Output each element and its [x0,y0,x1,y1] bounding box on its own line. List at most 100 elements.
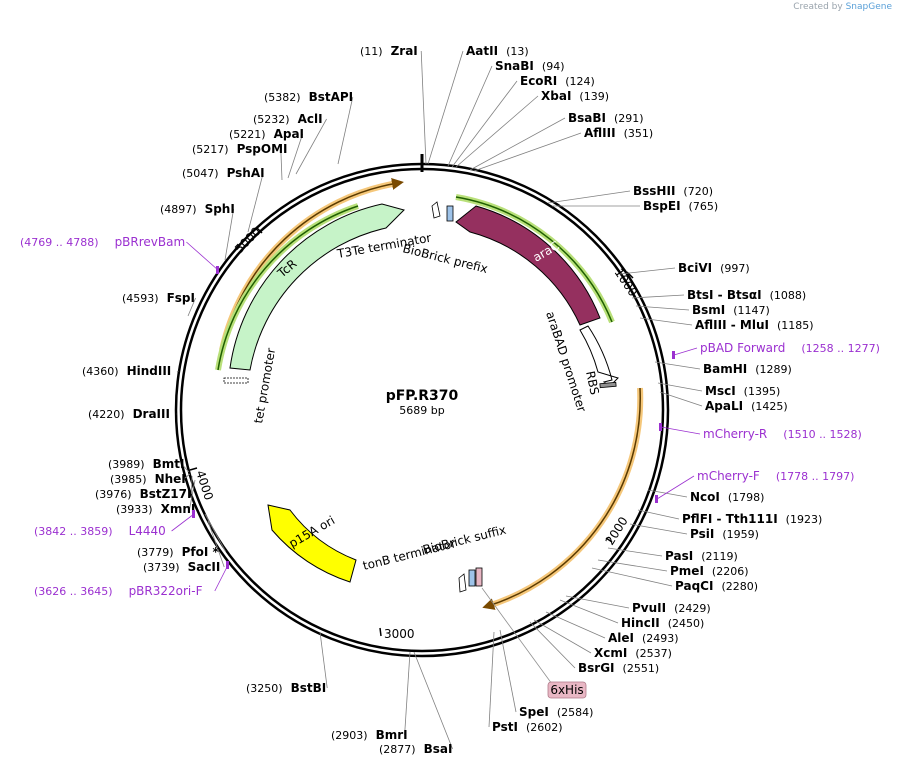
site-name: SacII [188,560,221,574]
plasmid-length: 5689 bp [399,404,444,417]
feature-tonb-terminator[interactable] [458,573,467,593]
primer-l4440[interactable]: (3842 .. 3859) L4440 [34,510,195,539]
site-psii[interactable]: PsiI (1959) [629,523,759,542]
site-name: SnaBI [495,59,534,73]
feature-tet-promoter[interactable] [223,377,249,384]
site-spei[interactable]: SpeI (2584) [499,629,593,720]
site-leader-ncoi [647,489,688,498]
site-bsmi[interactable]: BsmI (1147) [635,299,770,318]
site-pvuii[interactable]: PvuII (2429) [565,595,711,616]
primer-pbr322ori-f[interactable]: (3626 .. 3645) pBR322ori-F [34,561,229,599]
site-gap [174,541,182,560]
site-bsrgi[interactable]: BsrGI (2551) [529,621,660,676]
site-psti[interactable]: PstI (2602) [488,631,563,735]
feature-tcr[interactable] [229,203,405,371]
site-bmri[interactable]: (2903) BmrI [331,651,411,743]
site-hindiii[interactable]: (4360) HindIII [82,360,179,379]
feature-biobrick-prefix[interactable] [446,205,454,222]
primer-label-mcherry-r: mCherry-R (1510 .. 1528) [703,423,862,442]
site-ncoi[interactable]: NcoI (1798) [647,486,764,505]
site-bsshii[interactable]: BssHII (720) [547,180,713,204]
site-afliii[interactable]: AflIII (351) [473,122,653,172]
site-aatii[interactable]: AatII (13) [427,40,529,165]
primer-gap [99,231,115,250]
site-label-zrai: (11) ZraI [360,40,418,59]
site-sacii[interactable]: (3739) SacII [143,520,225,575]
feature-t3te-terminator[interactable] [431,201,441,219]
site-label-aatii: AatII (13) [466,40,529,59]
site-bspei[interactable]: BspEI (765) [552,195,718,214]
site-pshai[interactable]: (5047) PshAI [182,162,265,233]
primer-label-l4440: (3842 .. 3859) L4440 [34,520,166,539]
site-snabi[interactable]: SnaBI (94) [447,55,565,167]
site-bstz17i[interactable]: (3976) BstZ17I [95,475,193,502]
site-name: BsrGI [578,661,615,675]
site-name: PaqCI [675,579,713,593]
site-leader-hincii [559,599,619,624]
site-paqci[interactable]: PaqCI (2280) [591,567,758,594]
site-leader-msci [657,382,703,392]
site-apali[interactable]: ApaLI (1425) [659,391,788,414]
site-hincii[interactable]: HincII (2450) [559,599,705,631]
primer-pbrrevbam[interactable]: (4769 .. 4788) pBRrevBam [20,231,219,274]
site-msci[interactable]: MscI (1395) [657,380,780,399]
site-name: NcoI [690,490,720,504]
site-sphi[interactable]: (4897) SphI [160,198,235,261]
site-nhei[interactable]: (3985) NheI [110,468,191,487]
site-name: PflFI - Tth111I [682,512,778,526]
feature-rbs[interactable] [599,381,617,389]
site-ecori[interactable]: EcoRI (124) [451,70,595,168]
site-alei[interactable]: AleI (2493) [545,611,679,646]
site-xcmi[interactable]: XcmI (2537) [533,619,672,661]
site-pflfi-tth111i[interactable]: PflFI - Tth111I (1923) [637,508,822,527]
site-pfoi[interactable]: (3779) PfoI * [137,513,227,560]
primer-mcherry-f[interactable]: mCherry-F (1778 .. 1797) [655,465,854,503]
feature-arac[interactable] [455,205,601,326]
site-name: PsiI [690,527,714,541]
feature-biobrick-suffix[interactable] [468,569,476,587]
site-xmni[interactable]: (3933) XmnI [116,479,196,517]
primer-mcherry-r[interactable]: mCherry-R (1510 .. 1528) [659,423,862,442]
site-position: (2551) [623,662,660,675]
site-bmti[interactable]: (3989) BmtI [108,453,190,473]
site-zrai[interactable]: (11) ZraI [360,40,427,165]
site-bsai[interactable]: (2877) BsaI [379,651,453,757]
site-name: BstBI [291,681,327,695]
feature-label-tonb-terminator: tonB terminator [361,536,457,573]
site-name: PmeI [670,564,704,578]
site-draiii[interactable]: (4220) DraIII [88,403,177,422]
site-position: (94) [542,60,565,73]
site-afliii-mlui[interactable]: AflIII - MluI (1185) [639,314,814,333]
feature-label-tet-promoter: tet promoter [251,347,278,425]
site-label-paqci: PaqCI (2280) [675,575,758,594]
site-position: (2450) [668,617,705,630]
site-pmei[interactable]: PmeI (2206) [597,559,748,579]
site-label-acli: (5232) AclI [253,108,323,127]
primer-leader-pbr322ori-f [214,564,229,592]
primer-position: (1510 .. 1528) [783,428,862,441]
site-pasi[interactable]: PasI (2119) [607,545,738,564]
restriction-sites: (11) ZraI AatII (13)SnaBI (94)EcoRI (124)… [82,40,822,757]
feature-p15a-ori[interactable] [267,504,357,583]
tag-6xhis[interactable]: 6xHis [481,587,587,699]
site-bstapi[interactable]: (5382) BstAPI [264,86,354,165]
primer-name: pBAD Forward [700,341,785,355]
site-leader-hindiii [176,370,179,373]
site-leader-btsi-bts-i [631,294,685,299]
site-bamhi[interactable]: BamHI (1289) [654,358,792,377]
primer-position: (3842 .. 3859) [34,525,113,538]
site-leader-pasi [607,547,663,557]
site-gap [714,523,722,542]
site-bstbi[interactable]: (3250) BstBI [246,631,328,696]
site-pspomi[interactable]: (5217) PspOMI [192,138,288,181]
primer-gap [767,423,783,442]
site-bsabi[interactable]: BsaBI (291) [469,107,644,171]
site-name: AclI [298,112,323,126]
site-fspi[interactable]: (4593) FspI [122,287,196,317]
site-bcivi[interactable]: BciVI (997) [619,257,750,276]
site-btsi-bts-i[interactable]: BtsI - BtsαI (1088) [631,284,806,303]
site-xbai[interactable]: XbaI (139) [455,85,609,168]
site-acli[interactable]: (5232) AclI [253,108,327,175]
site-apai[interactable]: (5221) ApaI [229,123,304,179]
primer-pbad-forward[interactable]: pBAD Forward (1258 .. 1277) [672,337,880,359]
